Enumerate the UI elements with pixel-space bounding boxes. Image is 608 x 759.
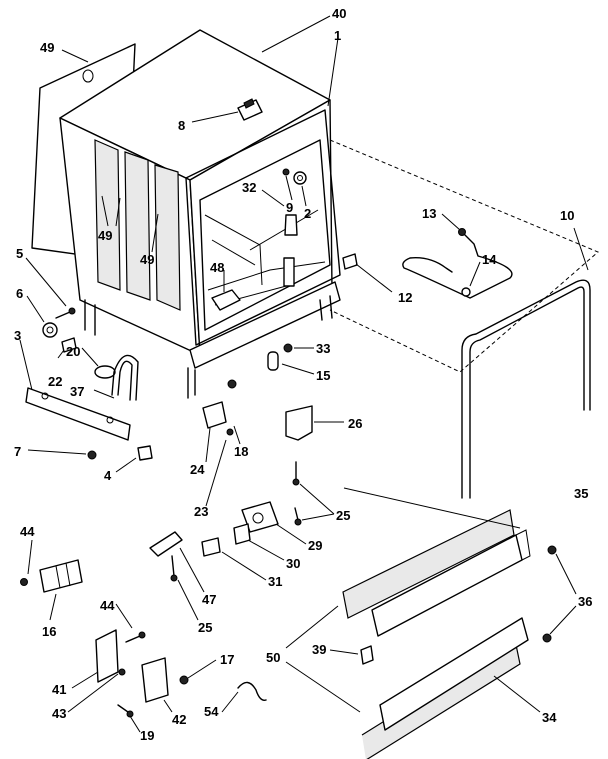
relay-16 [39,559,83,593]
screw-7 [87,450,97,460]
label-2: 2 [304,206,311,221]
bracket-41 [95,629,119,683]
label-26: 26 [348,416,362,431]
label-25-lower: 25 [198,620,212,635]
fitting-2 [293,171,307,185]
label-10: 10 [560,208,574,223]
bracket-30 [233,523,251,545]
hose-37 [111,354,139,401]
label-39: 39 [312,642,326,657]
screw-44-lower [125,631,146,643]
label-3: 3 [14,328,21,343]
screw-9 [282,168,290,176]
callout-labels: 40 1 49 8 49 49 32 9 2 13 10 14 48 12 5 … [14,6,592,743]
label-54: 54 [204,704,219,719]
label-22: 22 [48,374,62,389]
label-12: 12 [398,290,412,305]
screw-36-upper [547,545,557,555]
switch-24 [202,401,234,436]
water-line-13 [402,228,513,299]
bracket-48 [211,289,241,311]
bracket-42 [141,657,169,703]
clip-22 [61,337,77,353]
nozzle-32 [283,214,298,287]
label-9: 9 [286,200,293,215]
label-16: 16 [42,624,56,639]
label-18: 18 [234,444,248,459]
label-44-lower: 44 [100,598,115,613]
vent-part-8 [237,98,263,121]
label-49-mid: 49 [98,228,112,243]
label-14: 14 [482,252,497,267]
foot-4 [137,445,153,461]
screw-5 [55,307,76,319]
install-outline [329,139,599,373]
toe-kick-upper [342,509,531,637]
screw-43 [118,668,126,676]
label-34: 34 [542,710,557,725]
label-15: 15 [316,368,330,383]
screw-18 [227,379,237,389]
label-32: 32 [242,180,256,195]
hose-clamp-54 [237,681,267,701]
leader-lines [19,15,589,733]
screw-33 [283,343,293,353]
grommet-15 [267,351,279,371]
hose-clamp-47 [149,531,183,557]
screw-25-upper [292,461,302,526]
screw-36-lower [542,633,552,643]
screw-19 [117,704,134,718]
label-7: 7 [14,444,21,459]
fitting-14 [461,287,471,297]
label-30: 30 [286,556,300,571]
label-6: 6 [16,286,23,301]
label-19: 19 [140,728,154,743]
toe-kick-lower [361,617,529,759]
screw-44-left [20,578,28,586]
frame-10 [461,279,591,499]
tub-assembly [59,29,341,399]
label-8: 8 [178,118,185,133]
label-36: 36 [578,594,592,609]
label-48: 48 [210,260,224,275]
label-49-top: 49 [40,40,54,55]
screw-25-lower [170,555,178,582]
label-23: 23 [194,504,208,519]
label-1: 1 [334,28,341,43]
label-41: 41 [52,682,66,697]
label-43: 43 [52,706,66,721]
label-33: 33 [316,341,330,356]
plate-31 [201,537,221,557]
label-29: 29 [308,538,322,553]
label-20: 20 [66,344,80,359]
screw-17 [179,675,189,685]
rail-3 [25,387,131,441]
bracket-26 [285,405,313,441]
label-49-right: 49 [140,252,154,267]
label-42: 42 [172,712,186,727]
label-37: 37 [70,384,84,399]
label-25-right: 25 [336,508,350,523]
label-44-left: 44 [20,524,35,539]
label-13: 13 [422,206,436,221]
clamp-20 [94,365,116,379]
label-24: 24 [190,462,205,477]
label-17: 17 [220,652,234,667]
label-4: 4 [104,468,112,483]
label-50: 50 [266,650,280,665]
label-5: 5 [16,246,23,261]
label-35: 35 [574,486,588,501]
clip-39 [360,645,374,665]
clip-12 [342,253,358,270]
label-40: 40 [332,6,346,21]
washer-6 [42,322,58,338]
label-31: 31 [268,574,282,589]
label-47: 47 [202,592,216,607]
